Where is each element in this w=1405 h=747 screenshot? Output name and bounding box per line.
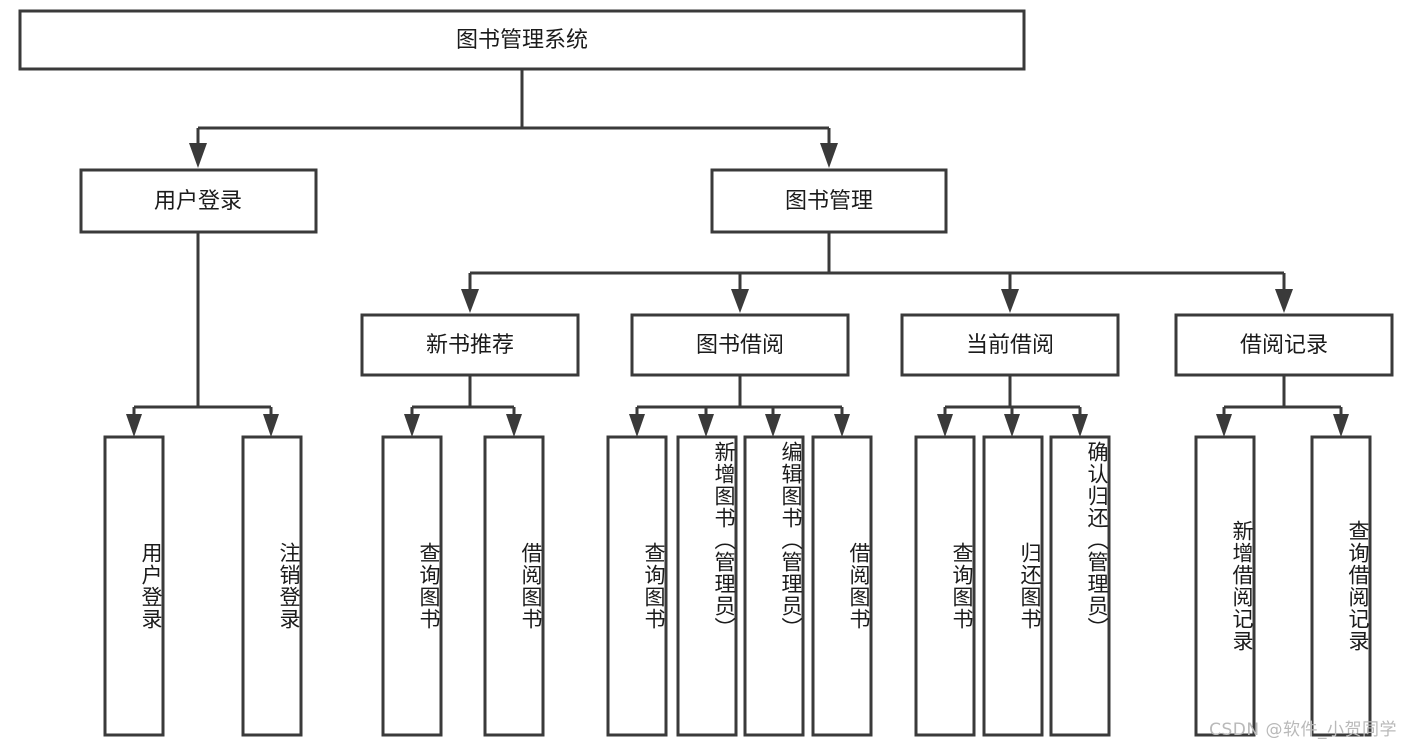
connector-group-current-borrow-leaves — [937, 375, 1088, 437]
node-book-management-box[interactable] — [710, 168, 948, 234]
node-leaf-query-book-2-box[interactable] — [606, 435, 668, 737]
arrow-head-leaf-borrow-book-1 — [506, 414, 522, 437]
connector-group-borrow-record-leaves — [1216, 375, 1349, 437]
connector-group-book-borrow-leaves — [629, 375, 850, 437]
node-user-login-box[interactable] — [79, 168, 318, 234]
arrow-head-leaf-query-book-1 — [404, 414, 420, 437]
node-borrow-record-box[interactable] — [1174, 313, 1394, 377]
node-user-login[interactable]: 用户登录 — [79, 168, 318, 234]
arrow-head-leaf-logout — [263, 414, 279, 437]
arrow-head-leaf-add-record — [1216, 414, 1232, 437]
arrow-head-leaf-query-record — [1333, 414, 1349, 437]
node-leaf-query-book-3-box[interactable] — [914, 435, 976, 737]
arrow-head-leaf-query-book-3 — [937, 414, 953, 437]
arrow-head-current-borrow — [1001, 289, 1019, 313]
node-leaf-return-book-box[interactable] — [982, 435, 1044, 737]
node-root-label: 图书管理系统 — [456, 28, 588, 53]
node-book-borrow[interactable]: 图书借阅 — [630, 313, 850, 377]
arrow-head-leaf-borrow-book-2 — [834, 414, 850, 437]
node-new-book-recommend[interactable]: 新书推荐 — [360, 313, 580, 377]
node-leaf-query-book-1-box[interactable] — [381, 435, 443, 737]
watermark: CSDN @软件_小贺同学 — [1209, 720, 1397, 740]
node-user-login-label: 用户登录 — [154, 189, 242, 214]
arrow-head-leaf-confirm-return — [1072, 414, 1088, 437]
node-leaf-query-record-box[interactable] — [1310, 435, 1372, 737]
arrow-head-user-login — [189, 143, 207, 168]
connector-group-user-login-leaves — [126, 232, 279, 437]
node-root-box[interactable] — [18, 9, 1026, 71]
node-leaf-add-book-box[interactable] — [676, 435, 738, 737]
connector-group-new-book-recommend-leaves — [404, 375, 522, 437]
arrow-head-leaf-query-book-2 — [629, 414, 645, 437]
arrow-head-leaf-add-book — [698, 414, 714, 437]
connector-group-book-management — [461, 232, 1293, 313]
node-leaf-logout-box[interactable] — [241, 435, 303, 737]
node-leaf-borrow-book-2-box[interactable] — [811, 435, 873, 737]
node-book-management[interactable]: 图书管理 — [710, 168, 948, 234]
node-leaf-edit-book-box[interactable] — [743, 435, 805, 737]
node-leaf-add-record-box[interactable] — [1194, 435, 1256, 737]
connector-group-root — [189, 69, 838, 168]
arrow-head-leaf-edit-book — [765, 414, 781, 437]
node-leaf-borrow-book-1-box[interactable] — [483, 435, 545, 737]
arrow-head-book-management — [820, 143, 838, 168]
arrow-head-leaf-return-book — [1004, 414, 1020, 437]
arrow-head-borrow-record — [1275, 289, 1293, 313]
node-leaf-user-login-box[interactable] — [103, 435, 165, 737]
node-borrow-record-label: 借阅记录 — [1240, 333, 1328, 358]
node-book-borrow-label: 图书借阅 — [696, 333, 784, 358]
node-new-book-recommend-label: 新书推荐 — [426, 333, 514, 358]
node-book-borrow-box[interactable] — [630, 313, 850, 377]
node-book-management-label: 图书管理 — [785, 189, 873, 214]
node-current-borrow-box[interactable] — [900, 313, 1120, 377]
node-leaf-confirm-return-box[interactable] — [1049, 435, 1111, 737]
arrow-head-new-book-recommend — [461, 289, 479, 313]
node-borrow-record[interactable]: 借阅记录 — [1174, 313, 1394, 377]
node-root[interactable]: 图书管理系统 — [18, 9, 1026, 71]
node-current-borrow[interactable]: 当前借阅 — [900, 313, 1120, 377]
arrow-head-leaf-user-login — [126, 414, 142, 437]
node-current-borrow-label: 当前借阅 — [966, 333, 1054, 358]
arrow-head-book-borrow — [731, 289, 749, 313]
node-new-book-recommend-box[interactable] — [360, 313, 580, 377]
